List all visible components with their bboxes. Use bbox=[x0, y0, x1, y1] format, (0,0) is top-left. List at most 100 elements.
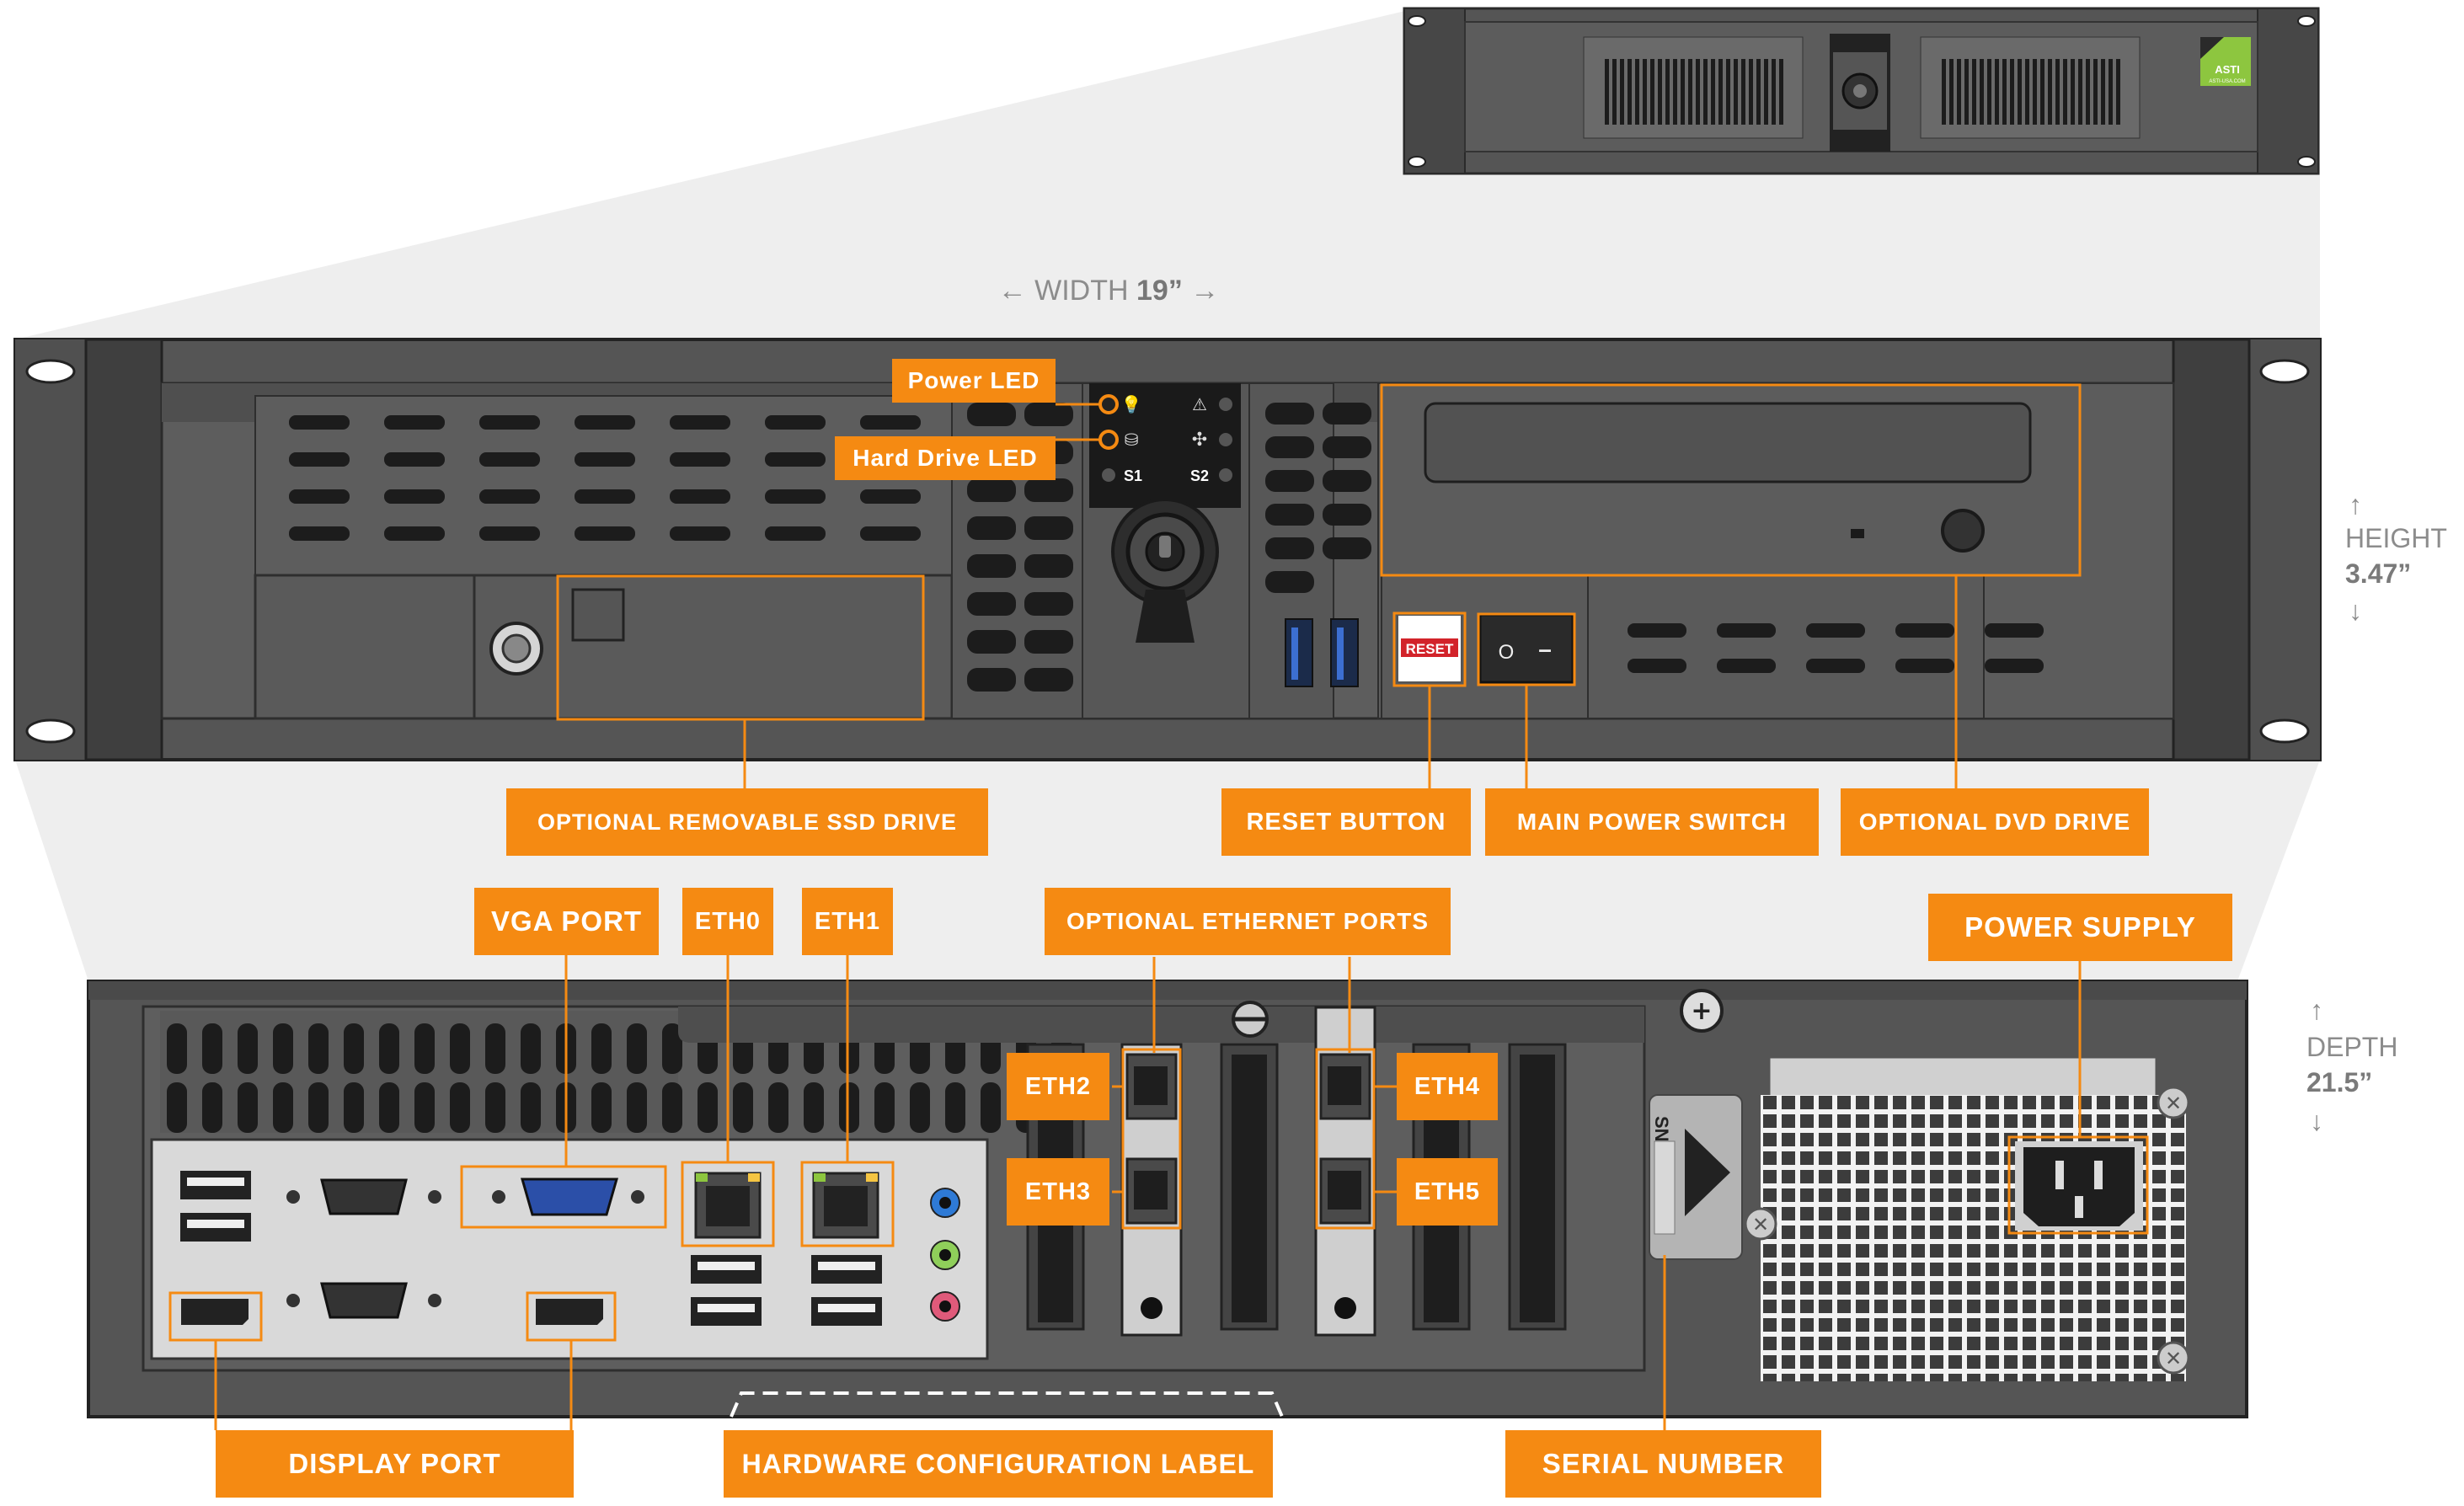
optional-ssd-label: OPTIONAL REMOVABLE SSD DRIVE bbox=[506, 788, 988, 856]
vent-slot bbox=[1711, 59, 1715, 125]
eth3-label: ETH3 bbox=[1007, 1158, 1109, 1226]
display-port[interactable] bbox=[181, 1299, 249, 1325]
vent-slot bbox=[344, 1023, 364, 1074]
reset-button-label: RESET BUTTON bbox=[1221, 788, 1471, 856]
vent-slot bbox=[1265, 436, 1314, 458]
vga-port[interactable] bbox=[492, 1178, 644, 1216]
screw-icon bbox=[2157, 1341, 2190, 1375]
vent-slot bbox=[765, 526, 826, 541]
logo-subtext: ASTI-USA.COM bbox=[2209, 79, 2245, 84]
depth-value: 21.5” bbox=[2306, 1067, 2372, 1097]
fan-led bbox=[1219, 433, 1232, 446]
vent-slot bbox=[450, 1082, 470, 1133]
vent-slot bbox=[1024, 516, 1073, 540]
vent-slot bbox=[2093, 59, 2098, 125]
vent-slot bbox=[2040, 59, 2044, 125]
vent-slot bbox=[2078, 59, 2082, 125]
vent-slot bbox=[344, 1082, 364, 1133]
switch-on-mark: – bbox=[1538, 636, 1552, 662]
power-inlet[interactable] bbox=[2023, 1147, 2135, 1226]
serial-number-label: SERIAL NUMBER bbox=[1505, 1430, 1821, 1498]
vent-slot bbox=[2109, 59, 2113, 125]
vent-slot bbox=[450, 1023, 470, 1074]
vent-slot bbox=[479, 452, 540, 467]
optional-ethernet-jacks bbox=[1125, 1053, 1371, 1225]
vent-slot bbox=[1024, 403, 1073, 426]
vent-slot bbox=[575, 415, 635, 430]
power-switch[interactable] bbox=[1478, 613, 1574, 684]
dvd-eject-button[interactable] bbox=[1941, 509, 1985, 553]
svg-text:✕: ✕ bbox=[1752, 1213, 1769, 1236]
serial-port[interactable] bbox=[320, 1178, 408, 1215]
vent-slot bbox=[1806, 659, 1865, 673]
power-led bbox=[1098, 394, 1119, 414]
vent-slot bbox=[1703, 59, 1708, 125]
vga-port-label: VGA PORT bbox=[474, 888, 659, 955]
vent-slot bbox=[1323, 436, 1371, 458]
vent-slot bbox=[1764, 59, 1768, 125]
vent-slot bbox=[765, 452, 826, 467]
vent-slot bbox=[479, 489, 540, 504]
power-supply-unit: ✕ ✕ ✕ bbox=[1744, 1055, 2190, 1383]
thumbscrew-icon bbox=[1680, 989, 1724, 1033]
vent-slot bbox=[2071, 59, 2075, 125]
callout-lines bbox=[168, 383, 2149, 1430]
width-dimension: ← WIDTH 19” → bbox=[998, 275, 1220, 307]
vent-slot bbox=[627, 1082, 647, 1133]
vent-slot bbox=[479, 526, 540, 541]
vent-slot bbox=[967, 516, 1016, 540]
eth5-label: ETH5 bbox=[1397, 1158, 1498, 1226]
vent-slot bbox=[1895, 659, 1954, 673]
display-port[interactable] bbox=[536, 1299, 603, 1325]
vent-slot bbox=[1957, 59, 1961, 125]
s1-label: S1 bbox=[1124, 467, 1142, 484]
hw-config-label: HARDWARE CONFIGURATION LABEL bbox=[724, 1430, 1273, 1498]
vent-slot bbox=[670, 489, 730, 504]
vent-slot bbox=[1985, 623, 2044, 638]
vent-slot bbox=[238, 1082, 258, 1133]
database-icon: ⛁ bbox=[1125, 430, 1139, 450]
main-power-switch-label: MAIN POWER SWITCH bbox=[1485, 788, 1819, 856]
vent-slot bbox=[860, 415, 921, 430]
vent-slot bbox=[289, 452, 350, 467]
serial-tag: SN bbox=[1649, 1094, 1743, 1260]
front-thumbnail: ASTI ASTI-USA.COM bbox=[1403, 7, 2320, 175]
dvd-tray[interactable] bbox=[1424, 402, 2032, 483]
rack-mount-hole bbox=[2259, 359, 2310, 384]
optional-ethernet-label: OPTIONAL ETHERNET PORTS bbox=[1045, 888, 1451, 955]
logo-text: ASTI bbox=[2215, 63, 2240, 76]
vent-slot bbox=[238, 1023, 258, 1074]
hard-drive-led bbox=[1098, 430, 1119, 450]
vent-slot bbox=[2116, 59, 2120, 125]
vent-slot bbox=[2010, 59, 2014, 125]
vent-slot bbox=[379, 1082, 399, 1133]
front-usb-port[interactable] bbox=[1285, 618, 1313, 687]
front-usb-port[interactable] bbox=[1330, 618, 1359, 687]
depth-label: DEPTH bbox=[2306, 1032, 2397, 1062]
vent-slot bbox=[414, 1023, 435, 1074]
vent-slot bbox=[2063, 59, 2067, 125]
ethernet-jack-socket bbox=[1134, 1066, 1168, 1105]
vent-slot bbox=[167, 1023, 187, 1074]
vent-slot bbox=[765, 489, 826, 504]
serial-port[interactable] bbox=[320, 1282, 408, 1319]
vent-slot bbox=[1265, 537, 1314, 559]
optional-dvd-label: OPTIONAL DVD DRIVE bbox=[1841, 788, 2149, 856]
eth1-label: ETH1 bbox=[802, 888, 893, 955]
vent-slot bbox=[967, 630, 1016, 654]
vent-slot bbox=[1024, 592, 1073, 616]
front-vents-right bbox=[1628, 623, 2044, 673]
hard-drive-led-label: Hard Drive LED bbox=[835, 436, 1056, 480]
vent-slot bbox=[670, 452, 730, 467]
front-vents-usb-column bbox=[1265, 403, 1371, 593]
lightbulb-icon: 💡 bbox=[1121, 394, 1142, 414]
vent-slot bbox=[1895, 623, 1954, 638]
vent-slot bbox=[1949, 59, 1954, 125]
vent-slot bbox=[289, 415, 350, 430]
svg-text:✕: ✕ bbox=[2165, 1092, 2182, 1115]
fan-icon: ✣ bbox=[1192, 430, 1207, 451]
svg-text:✕: ✕ bbox=[2165, 1347, 2182, 1370]
vent-slot bbox=[1942, 59, 1946, 125]
vent-slot bbox=[670, 526, 730, 541]
rear-vents bbox=[167, 1023, 1072, 1133]
